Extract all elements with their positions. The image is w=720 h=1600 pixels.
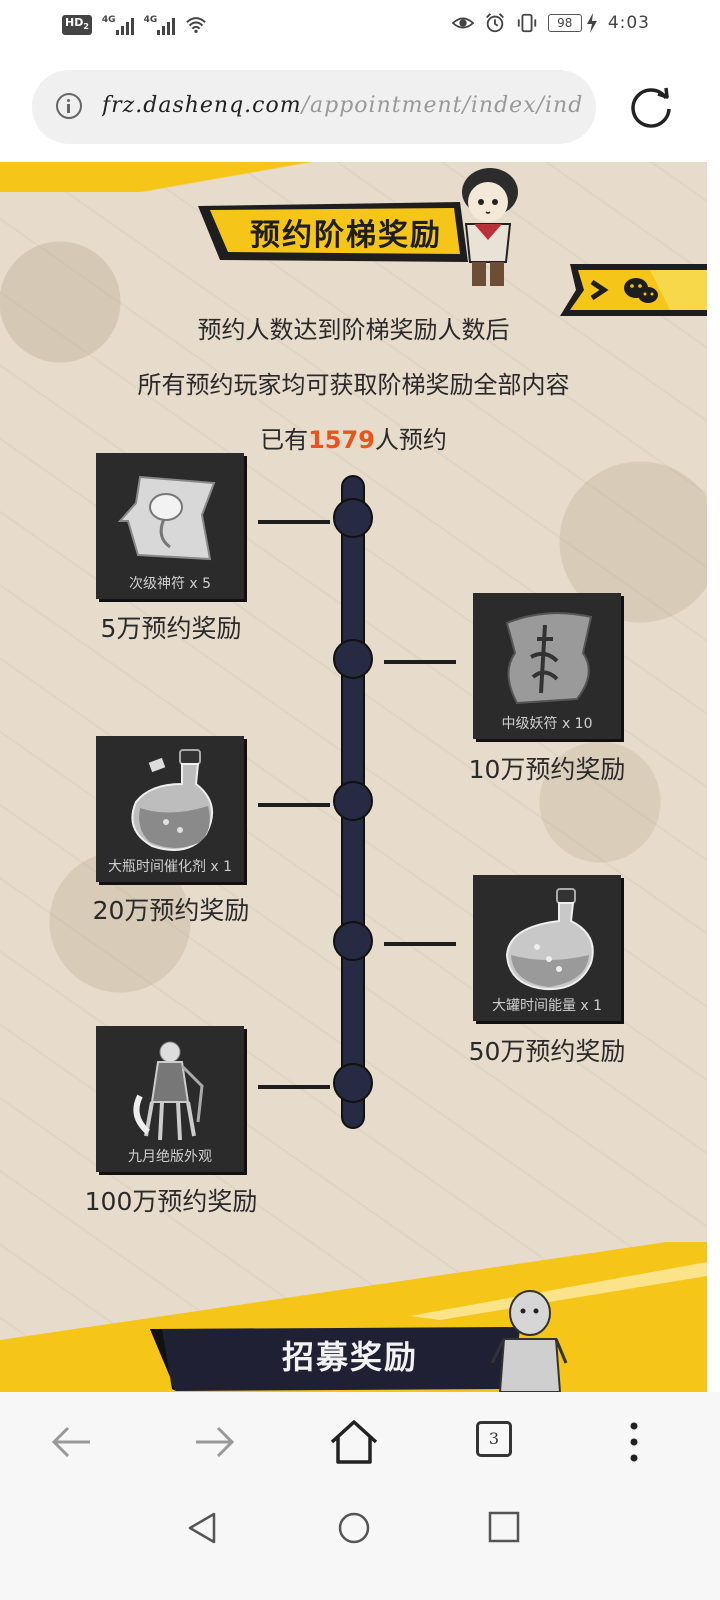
web-content: 预约阶梯奖励 预约人数达到阶梯奖励人数后 所有预约玩家均可获取阶梯奖励全部内容 … bbox=[0, 162, 707, 1392]
timeline-node-3 bbox=[258, 781, 373, 821]
eye-icon bbox=[451, 17, 474, 29]
top-yellow-stripe bbox=[0, 162, 707, 192]
recruit-character-illustration bbox=[490, 1290, 568, 1392]
tier-label-20w: 20万预约奖励 bbox=[92, 896, 250, 925]
page-title: 预约阶梯奖励 bbox=[250, 218, 442, 253]
timeline-node-2 bbox=[333, 639, 456, 679]
hd-badge: HD2 bbox=[62, 14, 92, 36]
talisman-icon bbox=[117, 475, 216, 561]
timeline bbox=[258, 475, 456, 1129]
energy-flask-icon bbox=[505, 888, 594, 991]
reward-item-label: 大罐时间能量 x 1 bbox=[491, 998, 603, 1014]
share-tab[interactable] bbox=[560, 262, 707, 318]
tabs-button[interactable]: 3 bbox=[476, 1421, 512, 1457]
url-domain: frz.dashenq.com bbox=[102, 93, 302, 118]
reward-item-label: 次级神符 x 5 bbox=[128, 576, 212, 592]
recruit-banner bbox=[150, 1327, 520, 1391]
forward-icon[interactable] bbox=[188, 1416, 240, 1468]
description-line-2: 所有预约玩家均可获取阶梯奖励全部内容 bbox=[137, 371, 570, 399]
system-navigation-bar bbox=[0, 1492, 720, 1600]
system-back-icon[interactable] bbox=[184, 1510, 220, 1546]
tier-label-10w: 10万预约奖励 bbox=[468, 755, 626, 784]
costume-figure-icon bbox=[133, 1041, 204, 1141]
signal-2: 4G bbox=[144, 15, 176, 35]
wechat-icon bbox=[624, 278, 658, 303]
tier-label-50w: 50万预约奖励 bbox=[468, 1037, 626, 1066]
charging-icon bbox=[586, 13, 597, 33]
reward-item-label: 九月绝版外观 bbox=[128, 1149, 212, 1165]
address-bar[interactable]: frz.dashenq.com/appointment/index/index/ bbox=[32, 70, 596, 144]
reservation-count-number: 1579 bbox=[308, 426, 375, 454]
url-text[interactable]: frz.dashenq.com/appointment/index/index/ bbox=[102, 93, 582, 118]
reward-card-5w: 次级神符 x 5 bbox=[96, 453, 244, 599]
more-icon[interactable] bbox=[608, 1416, 660, 1468]
reward-card-10w: 中级妖符 x 10 bbox=[473, 593, 621, 739]
demon-talisman-icon bbox=[505, 612, 593, 705]
reward-card-20w: 大瓶时间催化剂 x 1 bbox=[96, 736, 244, 882]
info-icon[interactable] bbox=[56, 93, 82, 119]
wifi-icon bbox=[186, 17, 207, 34]
back-icon[interactable] bbox=[46, 1416, 98, 1468]
system-home-icon[interactable] bbox=[336, 1510, 372, 1546]
reward-item-label: 中级妖符 x 10 bbox=[501, 716, 593, 732]
reward-card-100w: 九月绝版外观 bbox=[96, 1026, 244, 1172]
reservation-count: 已有1579人预约 bbox=[260, 426, 447, 454]
share-arrow-icon bbox=[590, 279, 609, 301]
signal-1: 4G bbox=[102, 15, 134, 35]
tier-label-100w: 100万预约奖励 bbox=[84, 1187, 258, 1216]
url-path: /appointment/index/index/ bbox=[301, 93, 582, 118]
tier-label-5w: 5万预约奖励 bbox=[100, 614, 242, 643]
status-bar: HD2 4G 4G 98 bbox=[0, 0, 720, 52]
reward-item-label: 大瓶时间催化剂 x 1 bbox=[107, 859, 233, 875]
vibrate-icon bbox=[517, 13, 536, 33]
catalyst-bottle-icon bbox=[131, 749, 214, 851]
reload-icon[interactable] bbox=[628, 84, 674, 130]
alarm-icon bbox=[485, 13, 504, 33]
recruit-title: 招募奖励 bbox=[282, 1338, 419, 1376]
clock: 4:03 bbox=[607, 13, 650, 33]
reward-card-50w: 大罐时间能量 x 1 bbox=[473, 875, 621, 1021]
character-illustration bbox=[462, 168, 518, 286]
description-line-1: 预约人数达到阶梯奖励人数后 bbox=[197, 316, 510, 344]
timeline-node-4 bbox=[333, 921, 456, 961]
browser-toolbar bbox=[0, 1392, 720, 1492]
timeline-node-5 bbox=[258, 1063, 373, 1103]
timeline-node-1 bbox=[258, 498, 373, 538]
home-icon[interactable] bbox=[328, 1416, 380, 1468]
title-banner bbox=[198, 202, 468, 262]
system-recents-icon[interactable] bbox=[487, 1510, 521, 1544]
battery-indicator: 98 bbox=[547, 14, 582, 32]
